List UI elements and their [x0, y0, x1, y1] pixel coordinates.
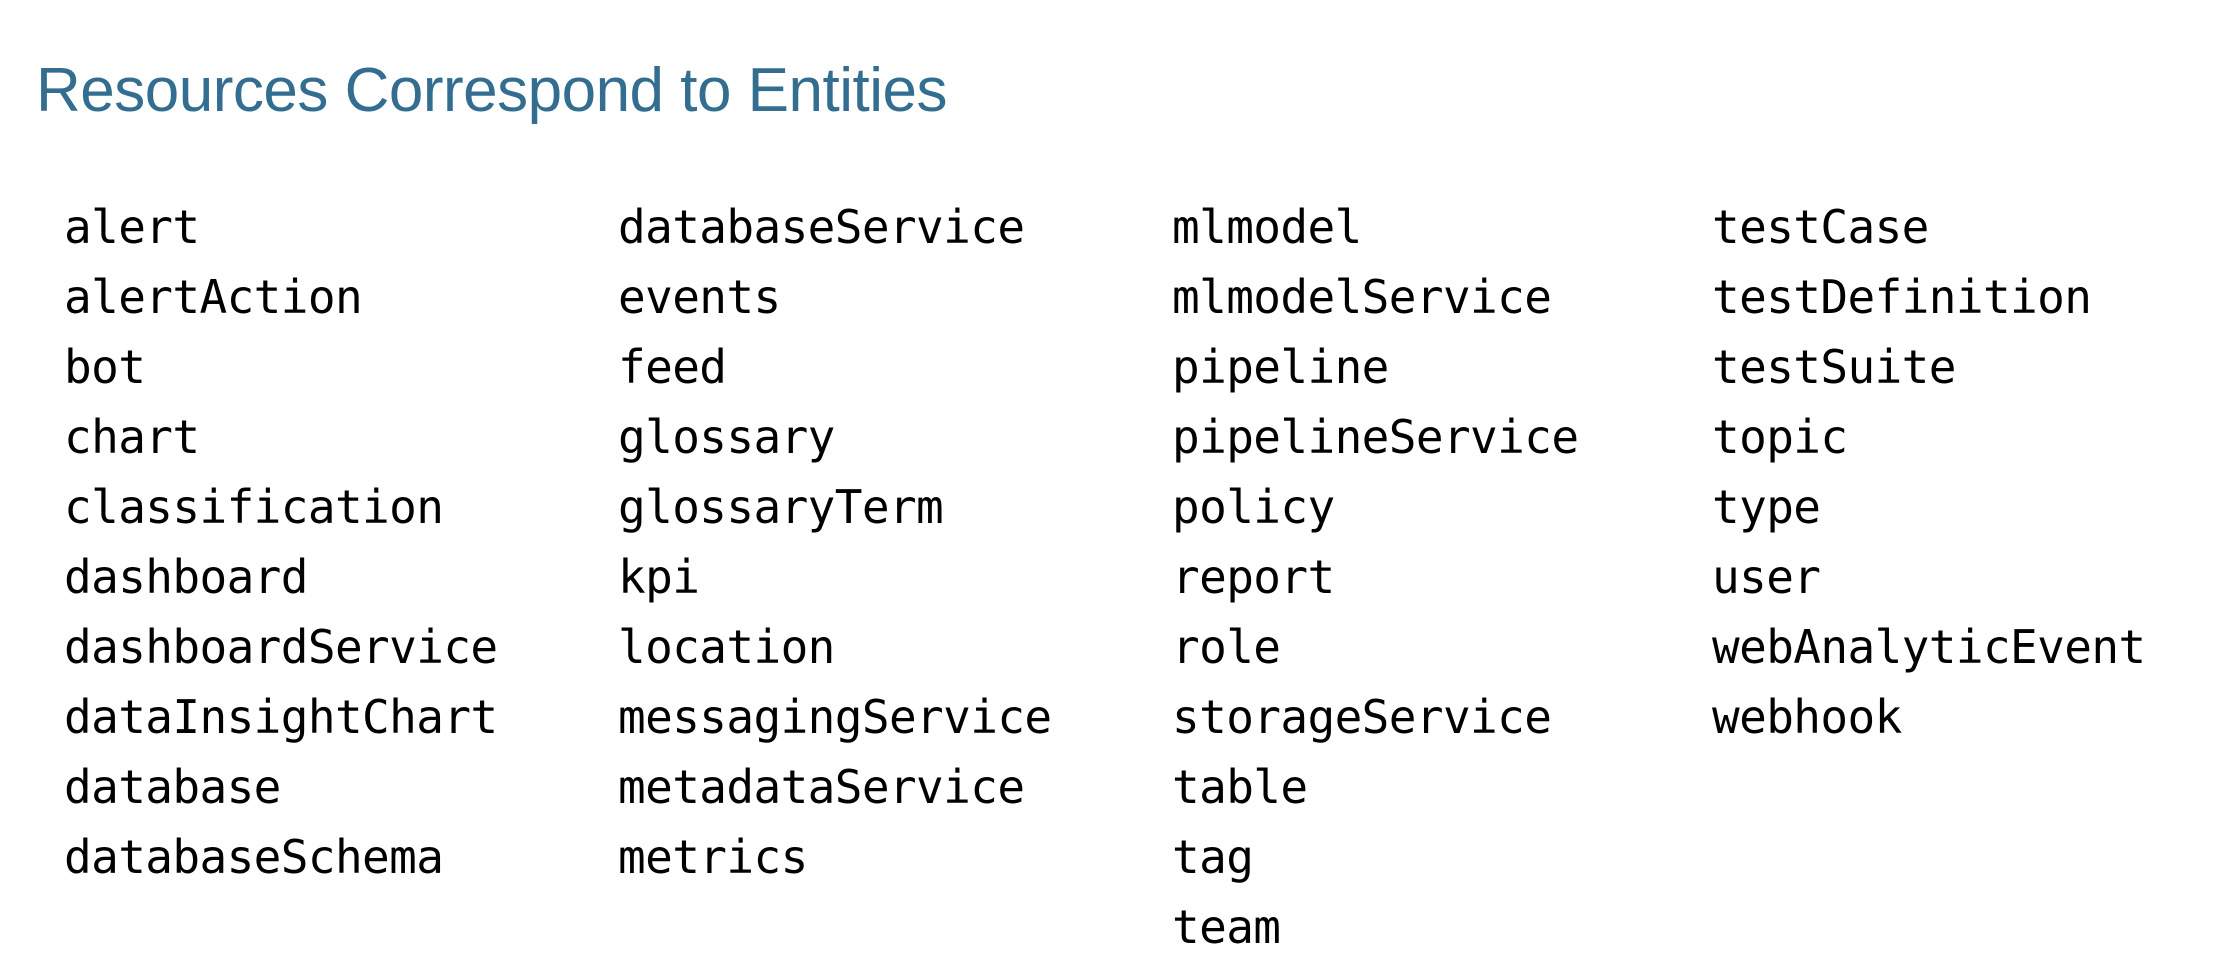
entity-item: testCase: [1712, 200, 1929, 254]
entity-item: webAnalyticEvent: [1712, 620, 2146, 674]
entity-item: databaseService: [618, 200, 1025, 254]
entity-item: testDefinition: [1712, 270, 2092, 324]
entity-item: dataInsightChart: [64, 690, 498, 744]
entity-column-3: mlmodel mlmodelService pipeline pipeline…: [1172, 192, 1712, 962]
entity-item: pipeline: [1172, 340, 1389, 394]
entity-item: classification: [64, 480, 444, 534]
entity-item: dashboard: [64, 550, 308, 604]
entity-item: policy: [1172, 480, 1335, 534]
entity-item: location: [618, 620, 835, 674]
entity-item: table: [1172, 760, 1308, 814]
entity-item: pipelineService: [1172, 410, 1579, 464]
entity-item: team: [1172, 900, 1281, 954]
entity-item: database: [64, 760, 281, 814]
entity-item: dashboardService: [64, 620, 498, 674]
entity-item: kpi: [618, 550, 700, 604]
entity-item: report: [1172, 550, 1335, 604]
entity-item: metadataService: [618, 760, 1025, 814]
entity-item: glossaryTerm: [618, 480, 944, 534]
entity-item: mlmodelService: [1172, 270, 1552, 324]
entity-list-columns: alert alertAction bot chart classificati…: [0, 192, 2214, 962]
entity-item: messagingService: [618, 690, 1052, 744]
entity-item: alertAction: [64, 270, 363, 324]
entity-item: testSuite: [1712, 340, 1956, 394]
entity-item: user: [1712, 550, 1821, 604]
entity-item: alert: [64, 200, 200, 254]
entity-item: storageService: [1172, 690, 1552, 744]
entity-item: role: [1172, 620, 1281, 674]
entity-item: topic: [1712, 410, 1848, 464]
entity-item: mlmodel: [1172, 200, 1362, 254]
entity-item: chart: [64, 410, 200, 464]
entity-item: webhook: [1712, 690, 1902, 744]
entity-column-4: testCase testDefinition testSuite topic …: [1712, 192, 2212, 752]
entity-column-1: alert alertAction bot chart classificati…: [64, 192, 618, 892]
entity-item: tag: [1172, 830, 1254, 884]
entity-item: type: [1712, 480, 1821, 534]
entity-column-2: databaseService events feed glossary glo…: [618, 192, 1172, 892]
entity-item: bot: [64, 340, 146, 394]
entity-item: glossary: [618, 410, 835, 464]
entity-item: feed: [618, 340, 727, 394]
page-title: Resources Correspond to Entities: [36, 55, 948, 125]
entity-item: metrics: [618, 830, 808, 884]
entity-item: events: [618, 270, 781, 324]
entity-item: databaseSchema: [64, 830, 444, 884]
